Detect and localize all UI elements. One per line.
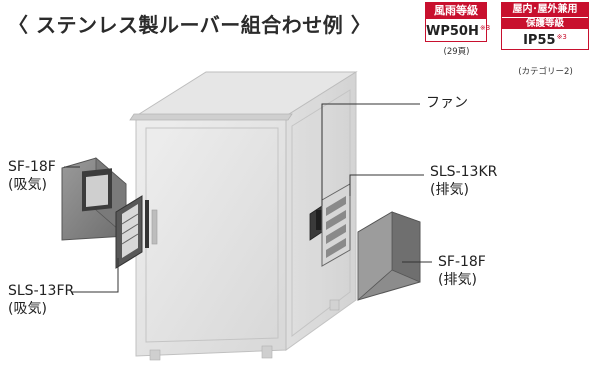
ip-rating-head: 屋内･屋外兼用 (502, 3, 588, 17)
sls-13fr-model: SLS-13FR (8, 283, 75, 299)
weather-rating-note: ※3 (479, 24, 491, 32)
sls-13fr-leader-line (72, 258, 119, 293)
ip-rating-caption: (カテゴリー2) (518, 67, 573, 77)
sf-18f-left-model: SF-18F (8, 159, 56, 175)
fan-leader-line (321, 103, 420, 206)
sls-13fr-louver (115, 195, 149, 269)
leader-lines (64, 103, 432, 293)
ip-rating-value: IP55 (523, 33, 556, 48)
ip-rating-badge: 屋内･屋外兼用 保護等級 IP55※3 (501, 2, 589, 50)
sf-18f-right-model: SF-18F (438, 254, 486, 270)
weather-rating-head: 風雨等級 (426, 3, 486, 19)
sls-13kr-leader-line (349, 174, 424, 196)
weather-rating-caption: (29頁) (443, 47, 470, 57)
sf-18f-right-role: (排気) (438, 272, 477, 288)
fan-label: ファン (426, 95, 468, 111)
sls-13kr-role: (排気) (430, 182, 469, 198)
ip-rating-value-row: IP55※3 (502, 29, 588, 49)
weather-rating-badge: 風雨等級 WP50H※3 (425, 2, 490, 42)
sls-13fr-role: (吸気) (8, 301, 47, 317)
diagram-title: 〈 ステンレス製ルーバー組合わせ例 〉 (8, 13, 372, 37)
sf-18f-left-role: (吸気) (8, 177, 47, 193)
weather-rating-value: WP50H (426, 24, 479, 39)
ip-rating-subhead: 保護等級 (502, 17, 588, 29)
sls-13kr-model: SLS-13KR (430, 164, 498, 180)
sf-18f-right-hood (357, 211, 421, 301)
ip-rating-note: ※3 (556, 33, 567, 41)
sls-13kr-louver (321, 183, 351, 267)
weather-rating-value-row: WP50H※3 (426, 19, 490, 41)
